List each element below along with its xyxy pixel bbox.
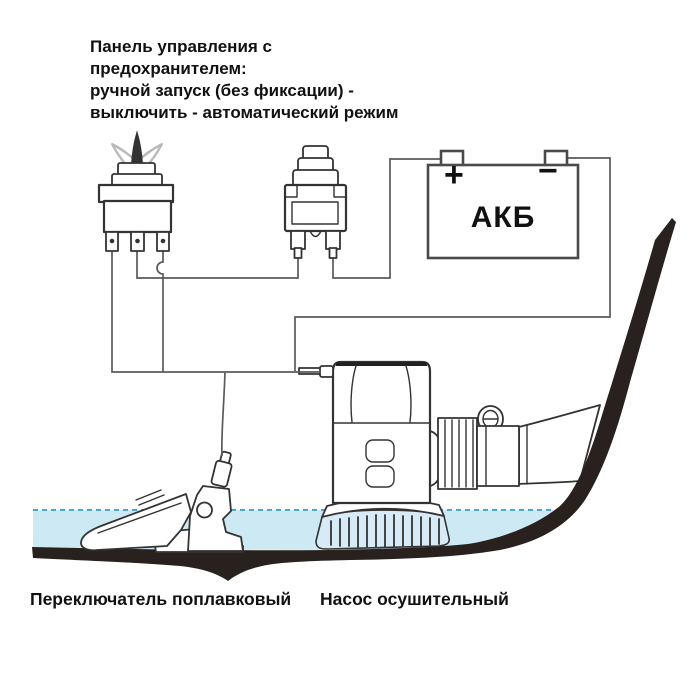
wire-battery-minus — [294, 157, 611, 371]
float-switch — [80, 450, 244, 553]
wire-breaker-to-battery-plus — [332, 158, 441, 279]
discharge-hose — [518, 404, 601, 485]
nozzle-ribs — [444, 419, 474, 488]
circuit-breaker — [283, 145, 348, 259]
breaker-corner-right — [333, 185, 347, 198]
breaker-button-base — [292, 169, 339, 187]
float-grip-line2 — [138, 494, 165, 506]
battery-label: АКБ — [470, 201, 536, 234]
toggle-body — [102, 199, 173, 234]
pump-wire-lead — [298, 367, 322, 375]
pump-cap-seam-right — [405, 365, 412, 423]
float-hinge-pin — [196, 501, 213, 519]
breaker-bottom-notch — [309, 230, 322, 238]
wire-float-switch-drop — [220, 371, 226, 457]
float-switch-body — [80, 493, 192, 552]
breaker-body — [283, 183, 348, 233]
hose-clamp-sleeve — [476, 425, 520, 487]
wire-switch-right-with-hop — [156, 251, 164, 372]
float-cable-gland — [210, 450, 233, 488]
caption-line-4: выключить - автоматический режим — [90, 103, 399, 122]
float-body-seam — [97, 502, 182, 534]
battery — [426, 149, 580, 260]
toggle-flange — [97, 183, 175, 204]
pump-cap-seam-left — [350, 365, 357, 423]
float-switch-label: Переключатель поплавковый — [30, 589, 292, 609]
battery-plus-symbol: + — [444, 156, 464, 194]
caption-line-3: ручной запуск (без фиксации) - — [90, 81, 354, 100]
bilge-pump — [298, 360, 520, 550]
breaker-corner-left — [284, 185, 298, 198]
breaker-label-window — [291, 201, 339, 225]
panel-caption: Панель управления с предохранителем: руч… — [90, 36, 398, 124]
pump-vent-lower — [365, 465, 395, 488]
caption-line-1: Панель управления с — [90, 37, 273, 56]
breaker-terminals — [290, 230, 341, 259]
float-grip-line1 — [135, 489, 162, 501]
toggle-switch — [97, 130, 175, 252]
pump-body — [331, 360, 432, 505]
pump-label: Насос осушительный — [320, 589, 509, 609]
battery-case — [426, 163, 580, 260]
pump-wire-ferrule — [319, 365, 334, 378]
toggle-lever — [130, 130, 144, 168]
pump-vent-upper — [365, 439, 395, 463]
wire-bottom-bus — [111, 251, 321, 373]
pump-outlet-nozzle — [437, 417, 478, 490]
pump-strainer-slots — [330, 514, 440, 548]
battery-minus-symbol: − — [538, 152, 558, 190]
wiring — [111, 157, 611, 457]
wire-switch-to-breaker — [136, 251, 299, 279]
caption-line-2: предохранителем: — [90, 59, 247, 78]
toggle-terminals — [105, 231, 170, 252]
